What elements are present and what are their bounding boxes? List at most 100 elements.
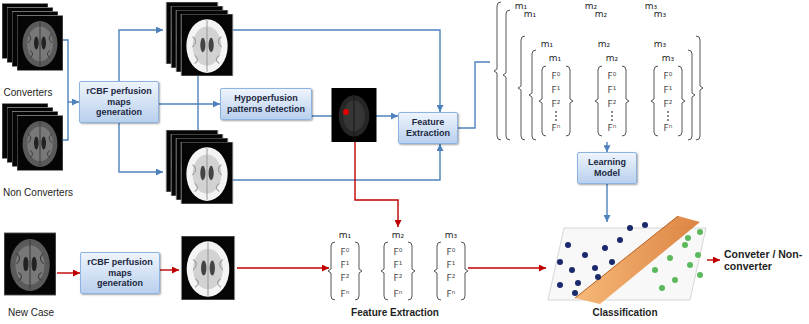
data-point [682,242,688,248]
matrix-index: m₁ [541,39,553,49]
flow-arrow [230,144,440,180]
class-dots [652,229,703,291]
hypoperfusion-spot [343,109,349,115]
brace [529,50,536,140]
data-point [667,255,673,261]
feature-label: F¹ [341,260,350,270]
box-text: Feature Extraction [404,117,452,139]
matrix-index: m₃ [445,230,457,240]
feature-label: F¹ [447,260,456,270]
brace [518,36,525,140]
feature-label: F¹ [394,260,403,270]
feature-label: F² [394,273,403,283]
data-point [642,222,648,228]
box-text: Learning Model [583,157,631,179]
data-point [697,229,703,235]
case-label: New Case [8,307,54,319]
section-caption: Classification [592,307,657,319]
brace [566,66,573,136]
perfusion-maps-bottom [166,130,233,204]
matrix-ground [490,0,705,142]
group-label: Converters [4,87,53,99]
process-box: Learning Model [577,152,637,184]
data-point [672,277,678,283]
dot [611,119,613,121]
feature-label: F¹ [552,85,561,95]
brace [328,242,335,300]
brace [595,66,602,136]
feature-label: F⁰ [447,247,456,257]
output-label: Conveter / Non-converter [724,248,804,272]
brace [696,36,703,140]
brace [651,66,658,136]
matrix-index: m₁ [339,230,351,240]
junction-line [197,76,198,130]
feature-label: F² [447,273,456,283]
matrix-braces [328,242,468,300]
flow-arrow [159,103,220,104]
matrix-braces [494,2,703,140]
data-point [687,262,693,268]
data-point [627,225,633,231]
matrix-index: m₁ [549,53,561,63]
section-caption: Feature Extraction [351,307,439,319]
feature-label: F¹ [608,85,617,95]
matrix-index: m₃ [654,9,666,19]
merge-bracket [63,40,68,140]
brace [355,242,362,300]
data-point [582,252,588,258]
dot [611,115,613,117]
matrix-index: m₃ [662,53,674,63]
dot [555,119,557,121]
brace [678,66,685,136]
data-point [572,290,578,296]
feature-label: Fⁿ [447,289,456,299]
process-box: rCBF perfusion maps generation [79,81,159,123]
brace [381,242,388,300]
dot [667,115,669,117]
data-point [695,252,701,258]
flow-arrow [68,101,79,102]
brace [408,242,415,300]
process-box: Hypoperfusion patterns detection [220,88,312,120]
brace [688,50,695,140]
feature-label: Fⁿ [341,289,350,299]
separating-plane [575,216,700,304]
non-converter-scans [2,103,63,170]
flow-arrow [355,142,398,227]
brace [461,242,468,300]
matrix-index: m₂ [392,230,404,240]
feature-label: Fⁿ [608,123,617,133]
process-box: Feature Extraction [398,112,458,144]
flow-arrow [707,259,720,260]
dot [667,119,669,121]
feature-label: Fⁿ [664,123,673,133]
feature-label: F¹ [664,85,673,95]
matrix-index: m₁ [524,9,536,19]
flow-arrow [606,178,607,222]
box-text: Hypoperfusion patterns detection [226,93,306,115]
feature-label: F⁰ [664,71,673,81]
feature-label: F⁰ [394,247,403,257]
data-point [652,267,658,273]
new-case-scan [4,233,56,295]
data-point [659,285,665,291]
group-label: Non Converters [3,187,73,199]
class-dots [557,222,648,296]
dot [555,115,557,117]
data-point [575,280,581,286]
dot [667,111,669,113]
data-point [697,272,703,278]
flow-arrow [237,267,329,268]
brace [494,2,501,140]
brace [539,66,546,136]
feature-label: Fⁿ [394,289,403,299]
data-point [609,259,615,265]
data-point [569,267,575,273]
flow-arrow [468,267,546,268]
hypoperfusion-pattern [332,88,377,142]
feature-label: F² [341,273,350,283]
converter-scans [2,3,63,70]
plane-edge [575,216,678,298]
perfusion-map [181,142,233,204]
